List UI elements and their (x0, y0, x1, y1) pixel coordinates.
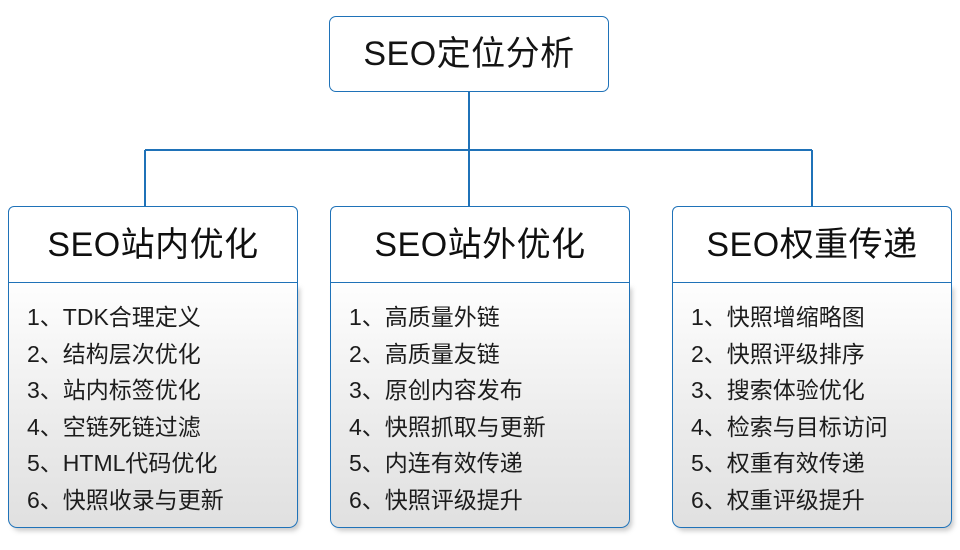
list-item[interactable]: 3、 搜索体验优化 (673, 372, 951, 409)
item-index: 2、 (27, 340, 63, 367)
item-index: 1、 (349, 304, 385, 330)
item-label: 检索与目标访问 (726, 413, 888, 440)
branch-header-2[interactable]: SEO站外优化 (330, 206, 630, 283)
item-index: 4、 (691, 413, 727, 440)
item-index: 6、 (349, 486, 385, 513)
item-label: HTML代码优化 (62, 450, 218, 476)
item-label: 快照收录与更新 (62, 486, 224, 513)
item-index: 4、 (349, 413, 385, 440)
item-label: 空链死链过滤 (62, 413, 201, 440)
list-item[interactable]: 1、 快照增缩略图 (673, 299, 951, 336)
item-index: 1、 (691, 304, 727, 330)
item-label: 站内标签优化 (62, 377, 201, 403)
list-item[interactable]: 1、 高质量外链 (331, 299, 629, 336)
root-node-title: SEO定位分析 (363, 35, 575, 73)
item-index: 6、 (691, 486, 727, 513)
item-index: 2、 (691, 340, 727, 367)
item-index: 5、 (349, 450, 385, 476)
item-list-1: 1、 TDK合理定义 2、 结构层次优化 3、 站内标签优化 4、 空链死链过滤… (9, 299, 297, 518)
list-item[interactable]: 5、 HTML代码优化 (9, 445, 297, 482)
item-list-2: 1、 高质量外链 2、 高质量友链 3、 原创内容发布 4、 快照抓取与更新 5… (331, 299, 629, 518)
item-index: 2、 (349, 340, 385, 367)
item-label: 原创内容发布 (384, 377, 523, 403)
list-item[interactable]: 5、 权重有效传递 (673, 445, 951, 482)
item-index: 3、 (691, 377, 727, 403)
branch-header-1[interactable]: SEO站内优化 (8, 206, 298, 283)
branch-header-label-1: SEO站内优化 (47, 225, 259, 264)
item-label: 内连有效传递 (384, 450, 523, 476)
branch-column-2: SEO站外优化 1、 高质量外链 2、 高质量友链 3、 原创内容发布 4、 快 (330, 206, 630, 528)
branch-header-label-3: SEO权重传递 (706, 225, 918, 264)
list-item[interactable]: 6、 快照评级提升 (331, 482, 629, 519)
item-label: 快照评级排序 (726, 340, 865, 367)
branch-column-1: SEO站内优化 1、 TDK合理定义 2、 结构层次优化 3、 站内标签优化 4… (8, 206, 298, 528)
item-label: 快照抓取与更新 (384, 413, 546, 440)
item-index: 5、 (27, 450, 63, 476)
item-index: 3、 (349, 377, 385, 403)
item-label: 搜索体验优化 (726, 377, 865, 403)
item-label: 高质量外链 (384, 304, 500, 330)
list-item[interactable]: 2、 快照评级排序 (673, 336, 951, 373)
branch-header-label-2: SEO站外优化 (374, 225, 586, 264)
item-list-3: 1、 快照增缩略图 2、 快照评级排序 3、 搜索体验优化 4、 检索与目标访问… (673, 299, 951, 518)
list-item[interactable]: 4、 快照抓取与更新 (331, 409, 629, 446)
branch-body-3: 1、 快照增缩略图 2、 快照评级排序 3、 搜索体验优化 4、 检索与目标访问… (672, 283, 952, 528)
list-item[interactable]: 6、 快照收录与更新 (9, 482, 297, 519)
item-label: 权重评级提升 (726, 486, 865, 513)
item-label: TDK合理定义 (62, 304, 201, 330)
item-label: 快照评级提升 (384, 486, 523, 513)
item-index: 5、 (691, 450, 727, 476)
item-label: 高质量友链 (384, 340, 500, 367)
item-index: 6、 (27, 486, 63, 513)
list-item[interactable]: 4、 检索与目标访问 (673, 409, 951, 446)
item-label: 快照增缩略图 (726, 304, 865, 330)
item-label: 权重有效传递 (726, 450, 865, 476)
list-item[interactable]: 3、 站内标签优化 (9, 372, 297, 409)
root-node[interactable]: SEO定位分析 (329, 16, 609, 92)
item-index: 4、 (27, 413, 63, 440)
branch-column-3: SEO权重传递 1、 快照增缩略图 2、 快照评级排序 3、 搜索体验优化 4、 (672, 206, 952, 528)
list-item[interactable]: 2、 结构层次优化 (9, 336, 297, 373)
item-index: 3、 (27, 377, 63, 403)
list-item[interactable]: 5、 内连有效传递 (331, 445, 629, 482)
list-item[interactable]: 3、 原创内容发布 (331, 372, 629, 409)
item-index: 1、 (27, 304, 63, 330)
branch-body-1: 1、 TDK合理定义 2、 结构层次优化 3、 站内标签优化 4、 空链死链过滤… (8, 283, 298, 528)
list-item[interactable]: 6、 权重评级提升 (673, 482, 951, 519)
branch-body-2: 1、 高质量外链 2、 高质量友链 3、 原创内容发布 4、 快照抓取与更新 5… (330, 283, 630, 528)
list-item[interactable]: 4、 空链死链过滤 (9, 409, 297, 446)
list-item[interactable]: 2、 高质量友链 (331, 336, 629, 373)
list-item[interactable]: 1、 TDK合理定义 (9, 299, 297, 336)
item-label: 结构层次优化 (62, 340, 201, 367)
branch-header-3[interactable]: SEO权重传递 (672, 206, 952, 283)
